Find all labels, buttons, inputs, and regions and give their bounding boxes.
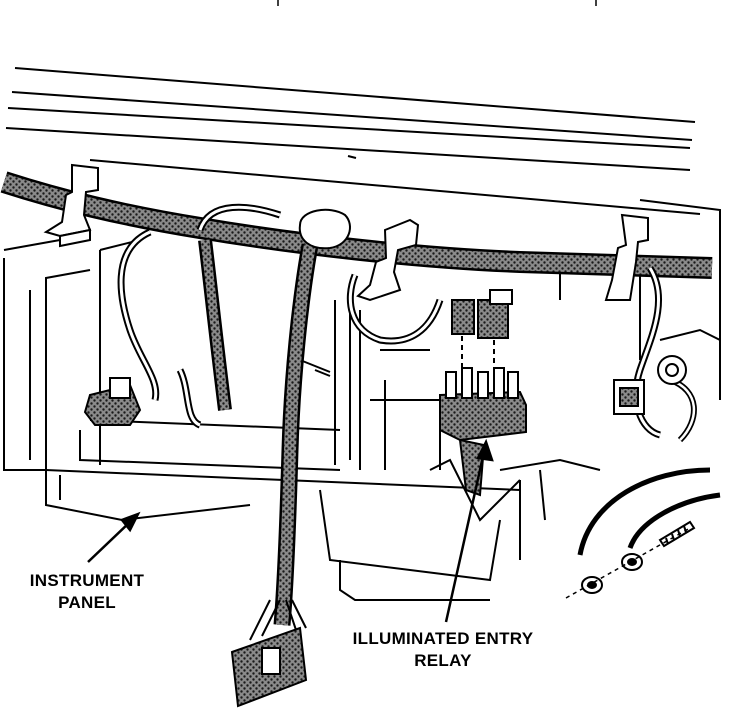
relay-label-line-2: RELAY <box>414 651 472 670</box>
harness-clips <box>43 163 649 302</box>
callout-leaders <box>87 438 494 623</box>
instrument-panel-label-line-1: INSTRUMENT <box>29 571 145 590</box>
relay-label-line-1: ILLUMINATED ENTRY <box>352 629 534 648</box>
page-frame-ticks <box>277 0 597 6</box>
right-wire-branch <box>346 266 697 443</box>
instrument-panel-label-line-2: PANEL <box>58 593 116 612</box>
harness-connectors <box>451 289 513 370</box>
left-switch-component <box>83 377 142 426</box>
illuminated-entry-relay <box>439 367 527 497</box>
left-wire-branch <box>117 203 282 429</box>
side-connector <box>613 355 687 415</box>
ground-wire-assembly <box>565 467 721 599</box>
main-wire-harness <box>0 171 713 279</box>
illuminated-entry-relay-label: ILLUMINATED ENTRY RELAY <box>328 628 558 672</box>
dangling-connector <box>230 599 308 708</box>
dash-structure <box>3 159 721 601</box>
dash-top-lines <box>5 67 696 171</box>
instrument-panel-label: INSTRUMENT PANEL <box>12 570 162 614</box>
drop-wire-harness <box>273 243 319 626</box>
